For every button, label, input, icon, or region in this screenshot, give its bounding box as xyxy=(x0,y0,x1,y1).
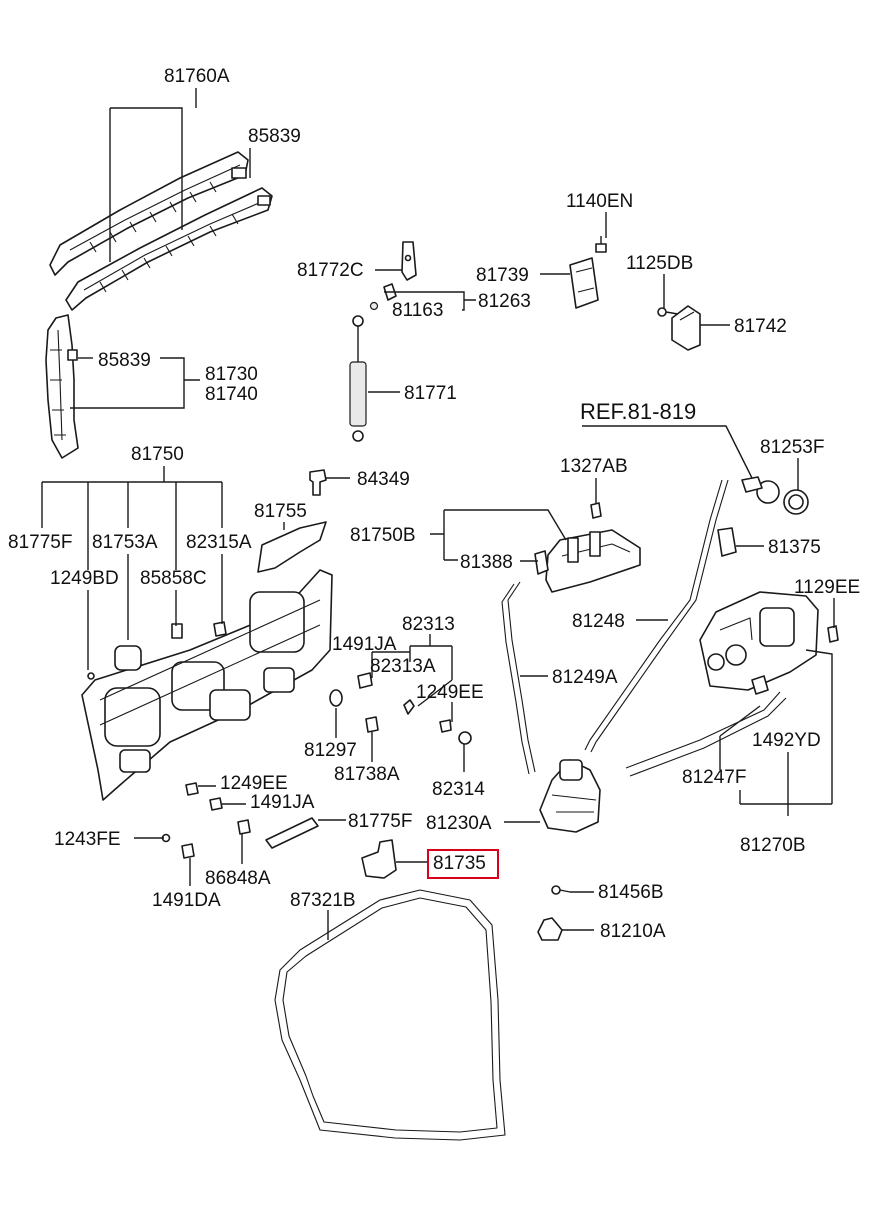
label-81771[interactable]: 81771 xyxy=(404,383,457,404)
hinge-part xyxy=(569,236,607,309)
label-1129EE[interactable]: 1129EE xyxy=(794,577,860,598)
fastener-parts xyxy=(161,672,472,859)
label-81388[interactable]: 81388 xyxy=(460,552,513,573)
label-81270B[interactable]: 81270B xyxy=(740,835,806,856)
label-81740[interactable]: 81740 xyxy=(205,384,258,405)
pillar-trim-part xyxy=(45,314,79,459)
label-81753A[interactable]: 81753A xyxy=(92,532,158,553)
label-81750[interactable]: 81750 xyxy=(131,444,184,465)
label-81775F-top[interactable]: 81775F xyxy=(8,532,72,553)
label-81253F[interactable]: 81253F xyxy=(760,437,824,458)
label-81297[interactable]: 81297 xyxy=(304,740,357,761)
label-81739[interactable]: 81739 xyxy=(476,265,529,286)
label-1140EN[interactable]: 1140EN xyxy=(566,191,633,212)
highlight-box xyxy=(427,849,499,879)
label-1491JA-top[interactable]: 1491JA xyxy=(332,634,397,655)
label-1491DA[interactable]: 1491DA xyxy=(152,890,221,911)
label-81163[interactable]: 81163 xyxy=(392,300,443,321)
trim-panel-part xyxy=(81,569,333,801)
label-1249EE-mid[interactable]: 1249EE xyxy=(416,682,484,703)
actuator-part xyxy=(699,591,839,691)
label-81735[interactable]: 81735 xyxy=(433,853,486,874)
label-81755[interactable]: 81755 xyxy=(254,501,307,522)
cable-part xyxy=(501,581,536,775)
latch-part xyxy=(539,759,601,833)
cover-part xyxy=(257,469,327,573)
label-81210A[interactable]: 81210A xyxy=(600,921,666,942)
weatherstrip-part xyxy=(274,889,506,1141)
leader-lines xyxy=(41,88,835,940)
label-1249BD[interactable]: 1249BD xyxy=(50,568,119,589)
clip-part xyxy=(717,527,737,557)
label-81263[interactable]: 81263 xyxy=(478,291,531,312)
label-84349[interactable]: 84349 xyxy=(357,469,410,490)
bracket-part xyxy=(657,305,701,351)
rod-81247f-part xyxy=(625,675,787,777)
gas-strut-part xyxy=(349,241,417,442)
label-81248[interactable]: 81248 xyxy=(572,611,625,632)
label-ref-81-819[interactable]: REF.81-819 xyxy=(580,399,696,424)
label-81247F[interactable]: 81247F xyxy=(682,767,746,788)
bracket-81735-part xyxy=(361,839,397,879)
rod-part xyxy=(584,476,809,753)
label-87321B[interactable]: 87321B xyxy=(290,890,356,911)
label-81738A[interactable]: 81738A xyxy=(334,764,400,785)
label-81742[interactable]: 81742 xyxy=(734,316,787,337)
label-82313[interactable]: 82313 xyxy=(402,614,455,635)
label-1125DB[interactable]: 1125DB xyxy=(626,253,693,274)
upper-trim-strip-part xyxy=(49,151,273,311)
label-1492YD[interactable]: 1492YD xyxy=(752,730,821,751)
label-1243FE[interactable]: 1243FE xyxy=(54,829,121,850)
label-81775F-low[interactable]: 81775F xyxy=(348,811,412,832)
label-82315A[interactable]: 82315A xyxy=(186,532,252,553)
label-81230A[interactable]: 81230A xyxy=(426,813,492,834)
label-81456B[interactable]: 81456B xyxy=(598,882,664,903)
label-81730[interactable]: 81730 xyxy=(205,364,258,385)
label-82313A[interactable]: 82313A xyxy=(370,656,436,677)
label-81249A[interactable]: 81249A xyxy=(552,667,618,688)
part-labels: 81760A 85839 81772C 81163 81263 1140EN 8… xyxy=(8,66,860,942)
label-81750B[interactable]: 81750B xyxy=(350,525,416,546)
label-82314[interactable]: 82314 xyxy=(432,779,485,800)
label-1491JA-low[interactable]: 1491JA xyxy=(250,792,315,813)
latch-handle-part xyxy=(534,502,641,593)
striker-part xyxy=(537,885,571,941)
label-1327AB[interactable]: 1327AB xyxy=(560,456,628,477)
label-81375[interactable]: 81375 xyxy=(768,537,821,558)
label-1249EE-low[interactable]: 1249EE xyxy=(220,773,288,794)
label-86848A[interactable]: 86848A xyxy=(205,868,271,889)
label-81772C[interactable]: 81772C xyxy=(297,260,364,281)
label-85839-mid[interactable]: 85839 xyxy=(98,350,151,371)
label-85858C[interactable]: 85858C xyxy=(140,568,207,589)
label-81760A[interactable]: 81760A xyxy=(164,66,230,87)
label-85839-top[interactable]: 85839 xyxy=(248,126,301,147)
